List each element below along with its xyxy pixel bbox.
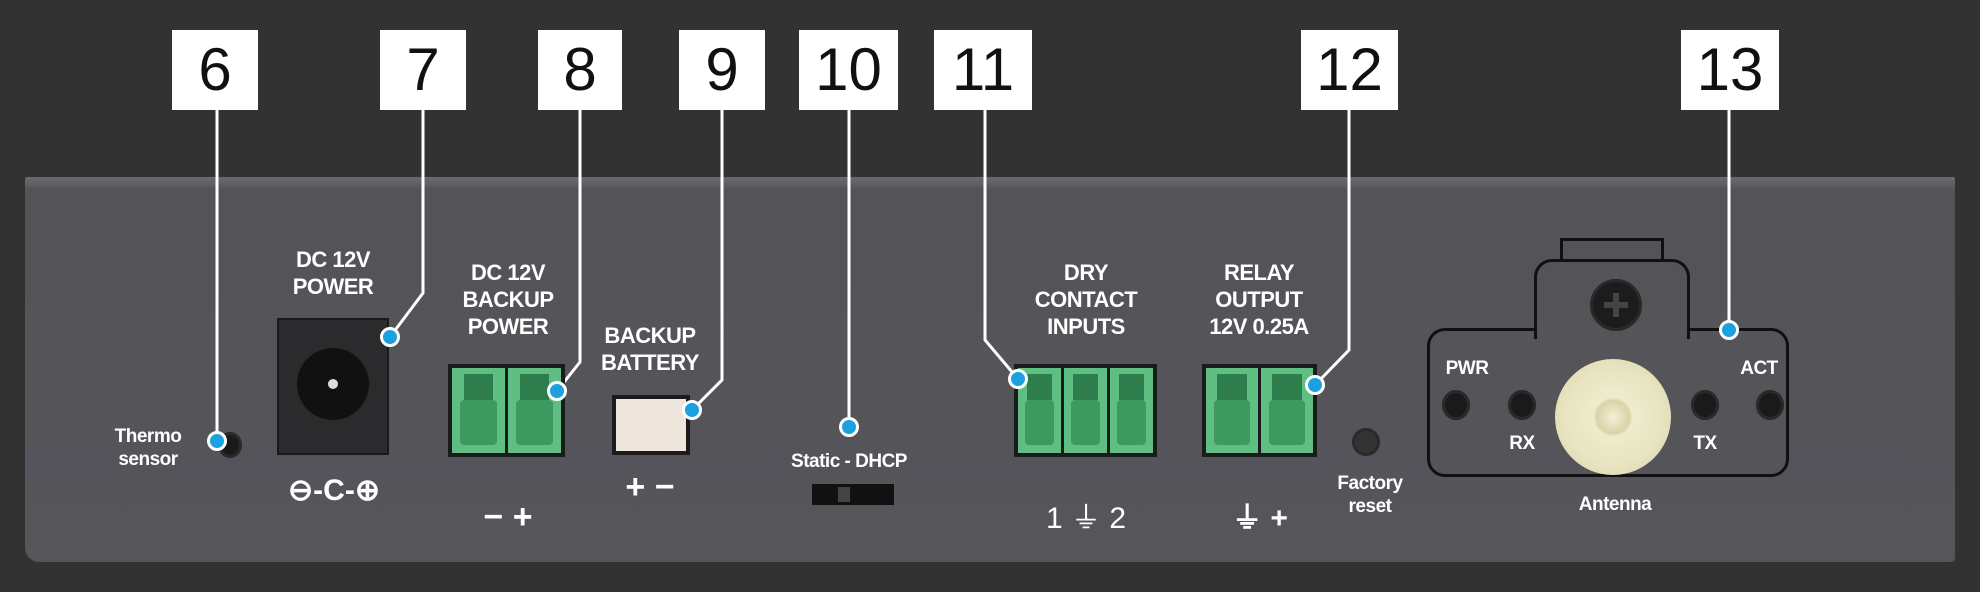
antenna-connector[interactable] [1555,359,1671,475]
rx-led [1508,390,1536,420]
rx-led-label: RX [1509,433,1535,454]
callout-11: 11 [934,30,1032,110]
tx-led-label: TX [1693,433,1717,454]
screw-icon [1590,279,1642,331]
callout-line-9 [690,110,724,412]
dc-jack-socket [297,348,369,420]
callout-10: 10 [799,30,898,110]
callout-line-12 [1313,110,1351,387]
dc-power-jack [277,318,389,455]
static-dhcp-switch[interactable] [812,484,894,505]
relay-output-terminal [1202,364,1317,457]
relay-output-label: RELAY OUTPUT 12V 0.25A [1209,260,1309,339]
callout-line-7 [388,110,425,338]
antenna-label: Antenna [1578,494,1652,515]
dry-contact-label: DRY CONTACT INPUTS [1034,260,1138,339]
backup-battery-connector [612,395,690,455]
pwr-led [1442,390,1470,420]
battery-pins: + − [625,468,675,506]
tx-led [1691,390,1719,420]
backup-power-terminal [448,364,565,457]
relay-pins: ⏚ + [1232,502,1288,535]
dry-contact-pins: 1 ⏚ 2 [1045,502,1127,535]
callout-dot-13 [1719,320,1739,340]
callout-6: 6 [172,30,258,110]
callout-dot-7 [380,327,400,347]
factory-reset-label: Factory reset [1337,473,1403,517]
antenna-bracket-clip [1560,238,1664,262]
backup-battery-label: BACKUP BATTERY [601,323,699,375]
callout-dot-12 [1305,375,1325,395]
callout-dot-8 [547,381,567,401]
act-led [1756,390,1784,420]
backup-power-pins: − + [483,498,533,536]
dry-contact-terminal [1014,364,1157,457]
dc-backup-power-label: DC 12V BACKUP POWER [462,260,554,339]
callout-dot-6 [207,431,227,451]
callout-dot-11 [1008,369,1028,389]
callout-12: 12 [1301,30,1398,110]
callout-9: 9 [679,30,765,110]
callout-line-8 [555,110,582,392]
callout-dot-10 [839,417,859,437]
dc-power-label: DC 12V POWER [292,247,374,299]
callout-8: 8 [538,30,622,110]
act-led-label: ACT [1740,358,1778,379]
pwr-led-label: PWR [1445,358,1489,379]
antenna-plate-tab [1534,259,1690,339]
callout-13: 13 [1681,30,1779,110]
callout-line-11 [983,110,1020,380]
factory-reset-button[interactable] [1352,428,1380,456]
static-dhcp-label: Static - DHCP [791,451,907,472]
thermo-sensor-label: Thermo sensor [114,426,182,470]
callout-7: 7 [380,30,466,110]
callout-dot-9 [682,400,702,420]
dc-polarity-symbol: ⊖-C-⊕ [288,474,380,507]
